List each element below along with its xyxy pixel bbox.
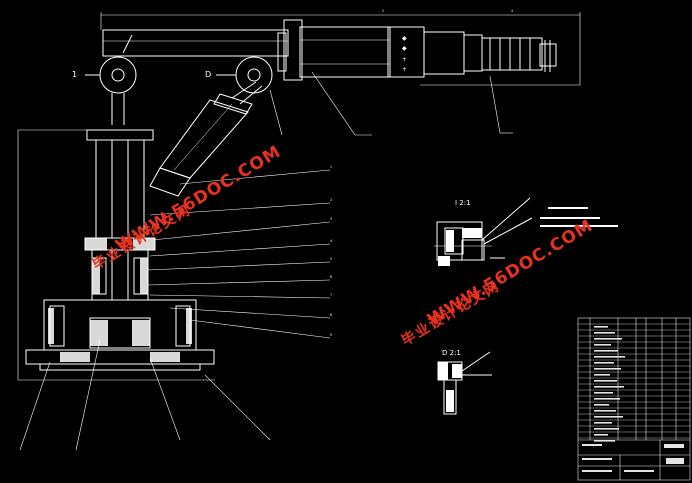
- bom-row-text: [594, 338, 622, 340]
- bom-row-text: [594, 344, 611, 346]
- svg-text:◆: ◆: [402, 45, 407, 52]
- bom-row-text: [594, 380, 617, 382]
- svg-text:2: 2: [382, 9, 384, 13]
- bom-row-text: [594, 410, 616, 412]
- inclined-cylinder: [149, 81, 263, 197]
- svg-text:9: 9: [330, 333, 332, 337]
- bom-row-text: [594, 422, 612, 424]
- cylinder-markers: ◆ ◆ + + 2 4: [382, 9, 513, 73]
- bom-row-text: [594, 356, 625, 358]
- bom-rows: [578, 323, 690, 442]
- arm-assembly: [100, 12, 581, 86]
- callout-D: D: [205, 70, 211, 79]
- svg-text:◆: ◆: [402, 35, 407, 42]
- detail-I-title: I 2:1: [455, 199, 471, 207]
- bom-row-text: [594, 440, 615, 442]
- svg-text:毕业设计论文网: 毕业设计论文网: [398, 277, 503, 349]
- bom-row-text: [594, 332, 615, 334]
- watermark-site-right: 毕业设计论文网: [398, 277, 503, 349]
- svg-text:7: 7: [330, 293, 332, 297]
- detail-D-hatch: [438, 362, 462, 412]
- detail-I: [434, 197, 533, 261]
- svg-text:4: 4: [330, 239, 332, 243]
- bom-row-text: [594, 434, 608, 436]
- svg-text:2: 2: [330, 198, 332, 202]
- title-block-fills: [582, 444, 684, 472]
- svg-text:6: 6: [330, 275, 332, 279]
- bom-row-text: [594, 386, 624, 388]
- technical-notes: [540, 207, 618, 227]
- svg-text:1: 1: [330, 165, 332, 169]
- pivot-D: [216, 56, 273, 94]
- bom-row-text: [594, 326, 608, 328]
- bom-row-text: [594, 392, 613, 394]
- pivot-1: [85, 34, 137, 125]
- svg-text:5: 5: [330, 257, 332, 261]
- bom-row-text: [594, 374, 610, 376]
- column-leaders: [19, 169, 331, 451]
- hatch-fills: [48, 238, 192, 362]
- svg-text:3: 3: [330, 217, 332, 221]
- bom-row-text: [594, 368, 621, 370]
- svg-text:+: +: [402, 66, 407, 73]
- bom-row-text: [594, 350, 618, 352]
- bom-row-text: [594, 362, 614, 364]
- detail-D-title: D 2:1: [442, 349, 461, 357]
- arm-leaders: [269, 71, 513, 136]
- callout-1: 1: [72, 70, 77, 79]
- leader-tick-labels: 1 2 3 4 5 6 7 8 9: [330, 165, 332, 337]
- bom-row-text: [594, 428, 619, 430]
- detail-I-hatch: [438, 228, 482, 266]
- svg-text:4: 4: [511, 9, 513, 13]
- bom-row-text: [594, 404, 609, 406]
- bom-row-text: [594, 398, 620, 400]
- svg-text:8: 8: [330, 313, 332, 317]
- svg-text:+: +: [402, 56, 407, 63]
- bom-row-text: [594, 416, 623, 418]
